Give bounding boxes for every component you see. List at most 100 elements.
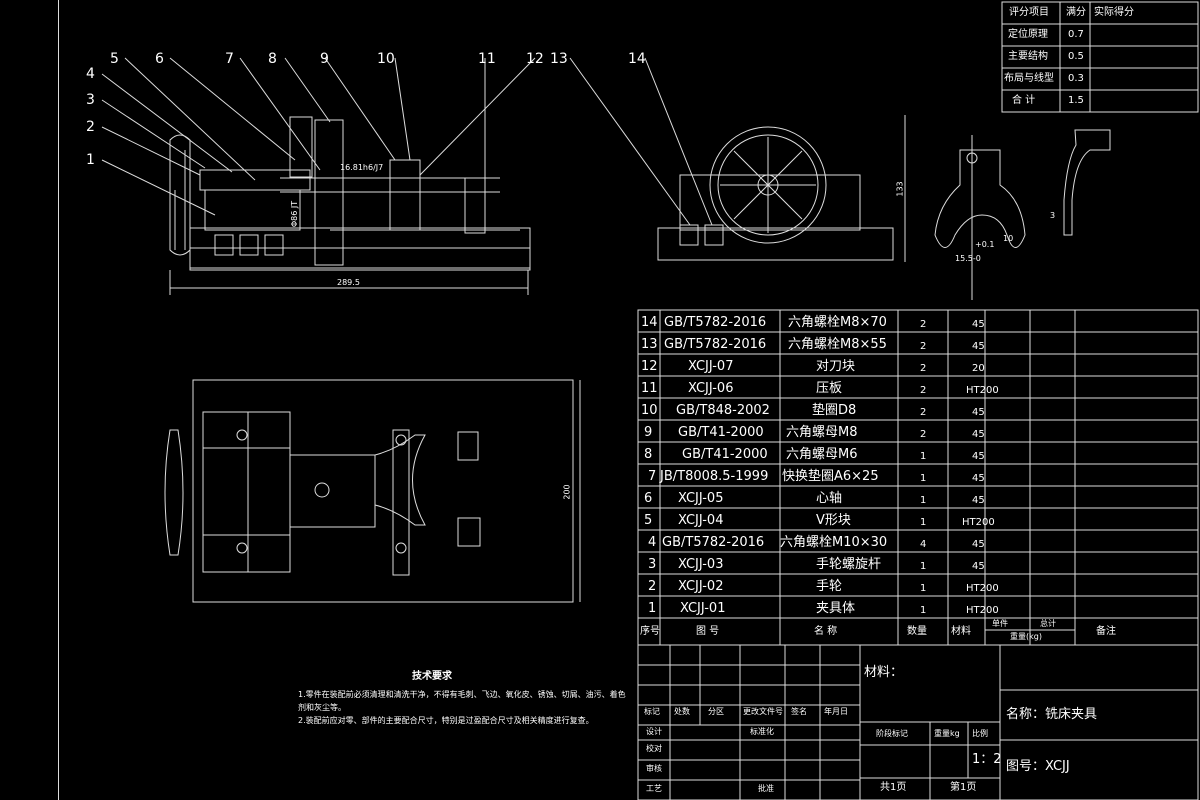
bom-code: XCJJ-07	[688, 359, 734, 374]
bom-no: 11	[641, 381, 658, 396]
bom-qty: 2	[920, 341, 927, 352]
bom-name: 夹具体	[816, 601, 856, 616]
bom-code: GB/T41-2000	[682, 447, 768, 462]
bom-code: XCJJ-06	[688, 381, 734, 396]
tb-drawing-no: 图号：XCJJ	[1006, 759, 1070, 774]
balloon-6: 6	[155, 51, 164, 67]
tech-line-2: 2.装配前应对零、部件的主要配合尺寸，特别是过盈配合尺寸及相关精度进行复查。	[298, 716, 594, 725]
dim-detail-w: 15.5-0	[955, 254, 981, 263]
score-max: 0.5	[1068, 51, 1084, 62]
bom-name: 六角螺栓M8×55	[788, 337, 887, 352]
bom-name: 六角螺母M6	[786, 447, 858, 462]
tb-date: 年月日	[824, 707, 848, 716]
tech-title: 技术要求	[412, 671, 452, 682]
bom-mat: 45	[972, 451, 985, 462]
tb-doc: 更改文件号	[743, 707, 783, 716]
score-item: 主要结构	[1008, 51, 1048, 62]
detail-view	[934, 129, 1111, 300]
dim-detail-tol: +0.1	[975, 240, 995, 249]
bom-code: XCJJ-03	[678, 557, 724, 572]
tb-check: 校对	[646, 744, 662, 753]
bom-header-code: 图 号	[696, 626, 720, 637]
bom-name: 压板	[816, 381, 843, 396]
bom-qty: 1	[920, 561, 927, 572]
bom-no: 4	[648, 535, 657, 550]
tb-review: 审核	[646, 764, 662, 773]
bom-no: 1	[648, 601, 657, 616]
bom-name: V形块	[816, 513, 851, 528]
score-header-max: 满分	[1066, 7, 1086, 18]
bom-qty: 1	[920, 451, 927, 462]
bom-mat: 45	[972, 495, 985, 506]
bom-qty: 1	[920, 495, 927, 506]
bom-no: 7	[648, 469, 657, 484]
bom-qty: 1	[920, 605, 927, 616]
score-item: 布局与线型	[1004, 73, 1054, 84]
bom-no: 12	[641, 359, 658, 374]
bom-qty: 2	[920, 429, 927, 440]
bom-qty: 1	[920, 473, 927, 484]
balloon-7: 7	[225, 51, 234, 67]
bom-grid	[637, 309, 1199, 646]
bom-mat: 45	[972, 319, 985, 330]
balloon-3: 3	[86, 92, 95, 108]
bom-header-qty: 数量	[907, 626, 927, 637]
score-item: 定位原理	[1008, 29, 1048, 40]
bom-name: 心轴	[816, 491, 843, 506]
bom-code: JB/T8008.5-1999	[660, 469, 769, 484]
balloon-12: 12	[526, 51, 544, 67]
bom-mat: HT200	[966, 583, 999, 594]
bom-mat: 45	[972, 473, 985, 484]
tb-name: 名称：铣床夹具	[1006, 707, 1098, 722]
drawing-frame	[58, 0, 1200, 800]
bom-qty: 4	[920, 539, 927, 550]
tb-approve: 批准	[758, 784, 774, 793]
dim-detail-angle: 3	[1050, 211, 1056, 220]
tb-sign: 签名	[791, 707, 807, 716]
bom-name: 对刀块	[816, 359, 856, 374]
bom-code: GB/T5782-2016	[664, 337, 767, 352]
bom-name: 手轮	[816, 579, 843, 594]
side-view	[657, 115, 906, 262]
tb-design: 设计	[646, 727, 662, 736]
tb-sheet: 第1页	[950, 782, 977, 793]
bom-qty: 2	[920, 363, 927, 374]
bom-no: 5	[644, 513, 653, 528]
dim-height-side: 133	[895, 181, 905, 197]
tb-sheets: 共1页	[880, 782, 907, 793]
score-header-actual: 实际得分	[1094, 7, 1134, 18]
tb-std: 标准化	[750, 727, 774, 736]
bom-mat: 45	[972, 341, 985, 352]
tb-zone: 分区	[708, 707, 724, 716]
bom-name: 六角螺栓M10×30	[780, 535, 888, 550]
bom-no: 6	[644, 491, 653, 506]
bom-code: GB/T41-2000	[678, 425, 764, 440]
bom-no: 8	[644, 447, 653, 462]
bom-no: 13	[641, 337, 658, 352]
bom-qty: 1	[920, 583, 927, 594]
score-max: 0.3	[1068, 73, 1084, 84]
bom-no: 14	[641, 315, 658, 330]
dim-fit-vertical: Φ86 JT	[290, 200, 300, 228]
bom-mat: 45	[972, 429, 985, 440]
balloon-4: 4	[86, 66, 95, 82]
bom-header-remark: 备注	[1096, 626, 1116, 637]
balloon-8: 8	[268, 51, 277, 67]
bom-qty: 2	[920, 407, 927, 418]
balloon-5: 5	[110, 51, 119, 67]
bom-header-single: 单件	[992, 619, 1008, 628]
bom-mat: 20	[972, 363, 985, 374]
bom-no: 9	[644, 425, 653, 440]
balloon-14: 14	[628, 51, 646, 67]
balloon-11: 11	[478, 51, 496, 67]
balloon-2: 2	[86, 119, 95, 135]
bom-header-weight: 重量(kg)	[1010, 632, 1042, 641]
bom-qty: 2	[920, 385, 927, 396]
bom-mat: HT200	[966, 605, 999, 616]
bom-mat: 45	[972, 407, 985, 418]
bom-mat: 45	[972, 539, 985, 550]
bom-header-no: 序号	[640, 626, 660, 637]
tb-process: 工艺	[646, 784, 662, 793]
dim-fit: 16.81h6/J7	[340, 163, 384, 172]
